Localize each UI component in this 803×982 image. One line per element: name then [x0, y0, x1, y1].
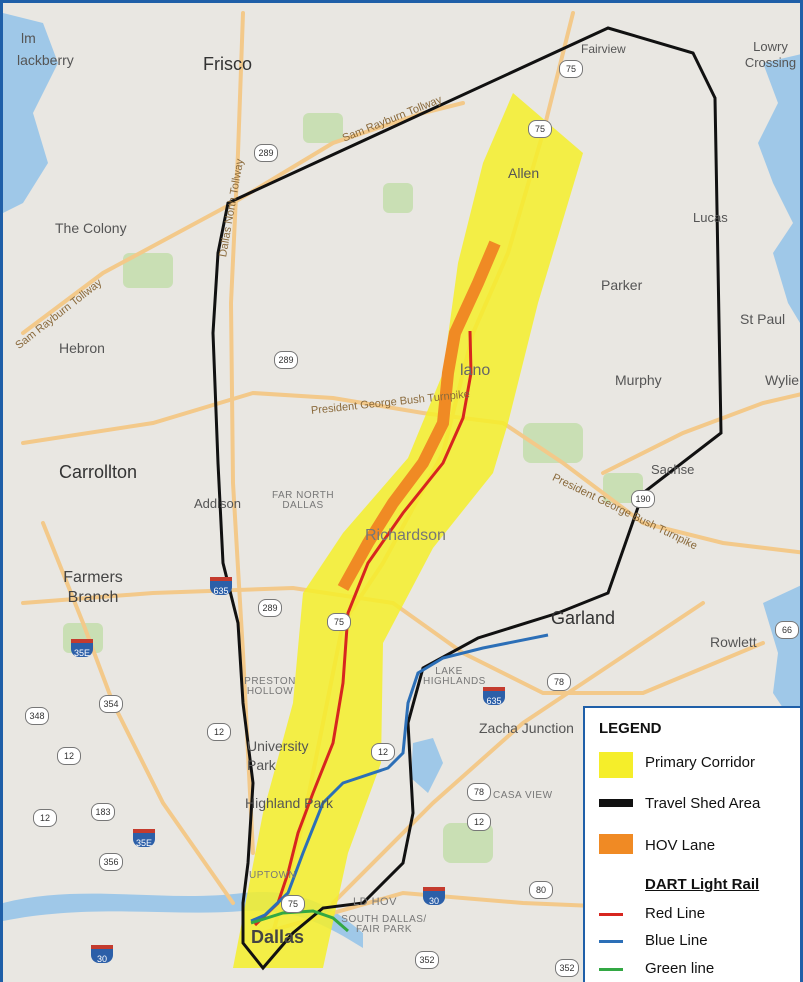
i35e-shield: 35E — [133, 829, 155, 848]
place-parker: Parker — [601, 277, 643, 293]
place-hebron: Hebron — [59, 340, 105, 356]
place-murphy: Murphy — [615, 372, 662, 388]
sh80-shield: 80 — [529, 881, 553, 899]
map-legend: LEGEND Primary Corridor Travel Shed Area… — [583, 706, 800, 982]
sh352-shield: 352 — [555, 959, 579, 977]
sh348-shield: 348 — [25, 707, 49, 725]
place-uptown: UPTOWN — [249, 870, 297, 881]
legend-dart-title: DART Light Rail — [645, 876, 760, 893]
blue-line-swatch — [599, 940, 623, 943]
place-lake-highlands: LAKE HIGHLANDS — [423, 666, 486, 687]
red-line-swatch — [599, 913, 623, 916]
sh12-shield: 12 — [371, 743, 395, 761]
sh12-shield: 12 — [207, 723, 231, 741]
hov-lane — [337, 240, 501, 591]
place-addison: Addison — [194, 496, 241, 511]
legend-travel-shed: Travel Shed Area — [645, 795, 761, 812]
sh190-east — [601, 392, 800, 475]
place-lucas: Lucas — [693, 210, 728, 225]
sh190-shield: 190 — [631, 490, 655, 508]
sh354-shield: 354 — [99, 695, 123, 713]
place-carrollton: Carrollton — [59, 462, 138, 482]
place-fairview: Fairview — [581, 42, 626, 56]
travel-shed-swatch — [599, 799, 633, 807]
place-frisco: Frisco — [203, 54, 252, 74]
place-lm: lm — [21, 30, 36, 46]
sh78-road — [331, 601, 705, 905]
white-rock-lake — [411, 738, 443, 793]
sh289-shield: 289 — [258, 599, 282, 617]
primary-corridor — [233, 93, 583, 968]
legend-primary-corridor: Primary Corridor — [645, 754, 756, 771]
tollway-road — [228, 11, 255, 855]
legend-blue-line: Blue Line — [645, 932, 708, 949]
place-casa-view: CASA VIEW — [493, 790, 553, 801]
place-allen: Allen — [508, 165, 540, 181]
i30-shield: 30 — [423, 887, 445, 906]
place-south-dallas: SOUTH DALLAS/ FAIR PARK — [341, 914, 427, 935]
sh78-shield: 78 — [467, 783, 491, 801]
sh12-shield: 12 — [33, 809, 57, 827]
sh12-shield: 12 — [467, 813, 491, 831]
place-old-hov: LD HOV — [353, 896, 397, 908]
i635-shield: 635 — [483, 687, 505, 706]
place-university-park: University Park — [247, 738, 309, 773]
place-highland-park: Highland Park — [245, 795, 333, 811]
us75-shield: 75 — [559, 60, 583, 78]
place-sachse: Sachse — [651, 462, 695, 477]
dart-red-line — [253, 330, 473, 927]
place-the-colony: The Colony — [55, 220, 127, 236]
us75-shield: 75 — [528, 120, 552, 138]
legend-green-line: Green line — [645, 960, 715, 977]
place-plano: lano — [460, 362, 491, 379]
us75-shield: 75 — [327, 613, 351, 631]
place-blackberry: lackberry — [17, 52, 74, 68]
legend-red-line: Red Line — [645, 905, 706, 922]
place-farmers-branch: Farmers Branch — [63, 569, 123, 606]
lake-lavon — [758, 54, 800, 323]
i30-shield: 30 — [91, 945, 113, 964]
sh289-shield: 289 — [254, 144, 278, 162]
place-wylie: Wylie — [765, 372, 800, 388]
sh78-shield: 78 — [547, 673, 571, 691]
place-garland: Garland — [551, 608, 616, 628]
sh289-shield: 289 — [274, 351, 298, 369]
sh183-shield: 183 — [91, 803, 115, 821]
place-rowlett: Rowlett — [710, 634, 757, 650]
place-dallas: Dallas — [251, 927, 305, 947]
place-preston-hollow: PRESTON HOLLOW — [244, 676, 296, 697]
i35e-shield: 35E — [71, 639, 93, 658]
primary-corridor-swatch — [599, 752, 633, 778]
green-line-swatch — [599, 968, 623, 971]
dart-blue-line — [250, 633, 549, 923]
sh66-shield: 66 — [775, 621, 799, 639]
place-richardson: Richardson — [365, 527, 446, 544]
place-st-paul: St Paul — [740, 311, 786, 327]
place-far-north-dallas: FAR NORTH DALLAS — [271, 490, 335, 511]
legend-hov-lane: HOV Lane — [645, 837, 716, 854]
i635-road — [21, 585, 765, 695]
legend-title: LEGEND — [599, 720, 662, 737]
sh356-shield: 356 — [99, 853, 123, 871]
hov-lane-swatch — [599, 834, 633, 854]
place-lowry-crossing: Lowry Crossing — [744, 39, 797, 70]
us75-shield: 75 — [281, 895, 305, 913]
travel-shed-area — [211, 26, 723, 971]
map-canvas[interactable] — [3, 3, 803, 982]
place-zacha-junction: Zacha Junction — [479, 720, 574, 736]
sh352-shield: 352 — [415, 951, 439, 969]
lake-lewisville — [3, 13, 58, 213]
dart-green-line — [250, 909, 349, 933]
i635-shield: 635 — [210, 577, 232, 596]
sh12-shield: 12 — [57, 747, 81, 765]
